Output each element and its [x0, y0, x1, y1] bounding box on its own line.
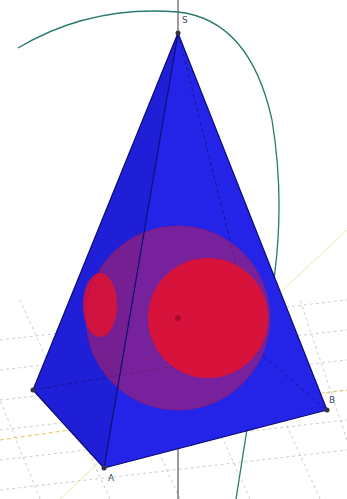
- vertex-label: B: [329, 396, 335, 405]
- pyramid: [33, 33, 327, 468]
- vertex-points: [31, 31, 330, 471]
- pyramid-edges: [33, 33, 327, 468]
- inscribed-spheres: [83, 226, 270, 410]
- vertex-label: S: [182, 16, 188, 25]
- vertex-label: A: [108, 474, 114, 483]
